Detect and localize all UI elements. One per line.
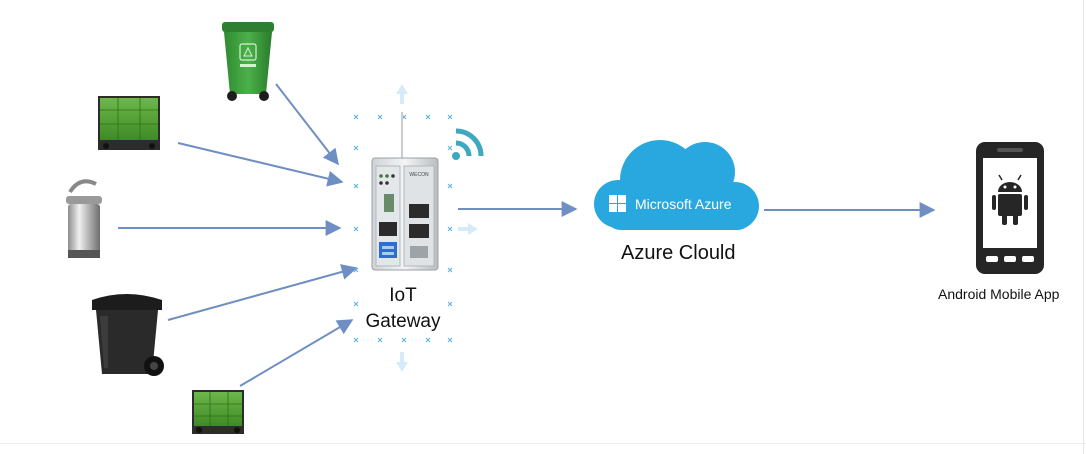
selection-handle	[353, 114, 359, 120]
gateway-label-line1: IoT	[389, 285, 417, 306]
gateway-label-line2: Gateway	[365, 311, 441, 332]
selection-handle	[447, 226, 453, 232]
arrow-blackbin-to-gateway	[167, 264, 358, 321]
input-arrows	[118, 83, 358, 387]
selection-handle	[353, 226, 359, 232]
selection-handle	[447, 337, 453, 343]
selection-handle	[377, 337, 383, 343]
wheelie-bin-green-icon	[222, 22, 274, 101]
selection-handle	[353, 301, 359, 307]
selection-handle	[353, 183, 359, 189]
arrow-dumpster1-to-gateway	[177, 142, 344, 187]
selection-handles	[353, 114, 453, 343]
android-robot-icon	[992, 174, 1028, 225]
app-caption: Android Mobile App	[938, 286, 1060, 302]
pedal-bin-steel-icon	[66, 179, 102, 258]
selection-handle	[353, 145, 359, 151]
resize-arrows	[396, 84, 478, 372]
dumpster-icon	[192, 390, 244, 434]
arrow-dumpster2-to-gateway	[239, 319, 354, 387]
selection-handle	[425, 337, 431, 343]
selection-handle	[447, 301, 453, 307]
selection-handle	[447, 183, 453, 189]
dumpster-icon	[98, 96, 160, 150]
cloud-caption: Azure Clould	[621, 242, 736, 264]
selection-handle	[425, 114, 431, 120]
gateway-device-icon	[371, 112, 439, 271]
divider	[0, 443, 1086, 444]
divider	[1083, 0, 1084, 454]
selection-handle	[353, 267, 359, 273]
selection-handle	[447, 145, 453, 151]
windows-logo-icon	[609, 195, 626, 212]
wifi-icon	[452, 128, 484, 160]
selection-handle	[447, 114, 453, 120]
selection-handle	[401, 337, 407, 343]
selection-handle	[447, 267, 453, 273]
gateway-brand: WECON	[409, 172, 429, 178]
cloud-icon	[594, 140, 759, 230]
selection-handle	[353, 337, 359, 343]
gateway-label: IoT Gateway	[343, 283, 463, 335]
arrow-bin1-to-gateway	[275, 83, 339, 166]
selection-handle	[377, 114, 383, 120]
cloud-brand-text: Microsoft Azure	[635, 196, 732, 212]
wheelie-bin-black-icon	[92, 294, 164, 376]
